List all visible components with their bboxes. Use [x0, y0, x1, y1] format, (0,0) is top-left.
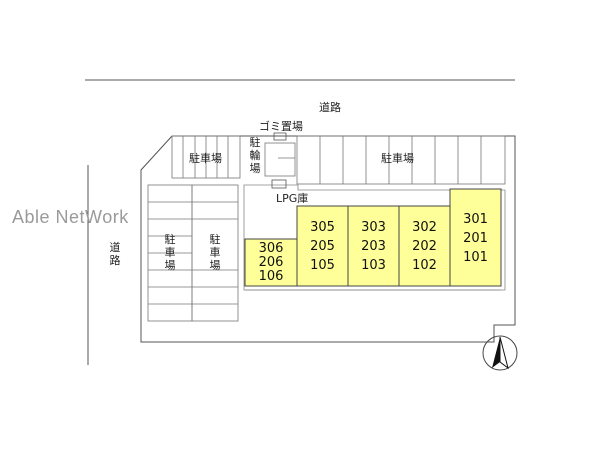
unit-block-301	[449, 188, 502, 287]
parking-top-right-lot	[296, 135, 506, 185]
property-boundary	[140, 135, 516, 343]
unit-block-305	[296, 205, 349, 287]
bicycle-parking	[264, 142, 296, 177]
parking-top-right-label: 駐車場	[381, 152, 414, 165]
building-site	[243, 184, 506, 291]
road-label-top: 道路	[319, 101, 341, 114]
lpg-label: LPG庫	[276, 192, 309, 205]
parking-top-left-label: 駐車場	[189, 152, 222, 165]
parking-left-a-label: 駐車場	[164, 233, 176, 272]
garbage-area	[273, 132, 287, 141]
lpg-storage	[271, 179, 287, 189]
parking-left-b-label: 駐車場	[209, 233, 221, 272]
north-arrow-icon	[482, 335, 518, 371]
unit-block-303	[347, 205, 400, 287]
bicycle-label: 駐輪場	[249, 136, 261, 175]
parking-left-lot	[147, 184, 239, 322]
garbage-label: ゴミ置場	[259, 120, 303, 133]
parking-top-left-lot	[171, 135, 241, 179]
watermark-logo: Able NetWork	[12, 207, 129, 227]
unit-block-302	[398, 205, 451, 287]
road-label-left: 道路	[109, 241, 121, 267]
